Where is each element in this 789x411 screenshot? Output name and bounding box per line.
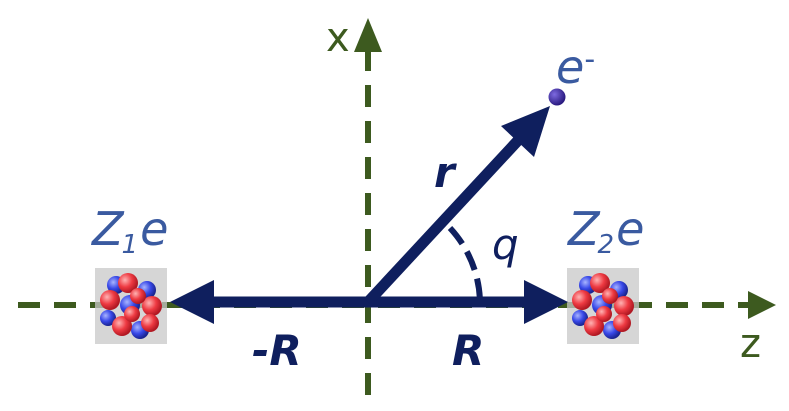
electron-label-sup: - [584,42,596,77]
angle-label: q [492,220,519,269]
nucleus-1-label-sub: 1 [121,230,139,260]
nucleus-1-label-base: Z [92,202,124,256]
z-axis-label: z [740,321,761,367]
nucleus-2-label-suffix: e [616,202,645,256]
vector-R-label: R [452,326,485,375]
electron-label-base: e [556,40,585,94]
vector-r [363,106,550,306]
nucleus-1-label-suffix: e [140,202,169,256]
vector-minus-R [170,280,368,324]
nucleus-1-label: Z1e [92,206,168,258]
x-axis-arrowhead [354,18,382,52]
nucleus-2-label-sub: 2 [597,230,615,260]
nucleus-2-label-base: Z [568,202,600,256]
electron-icon [548,88,566,106]
x-axis-label: x [326,15,350,61]
nucleus-2-label: Z2e [568,206,644,258]
electron-label: e- [556,44,595,90]
nucleus-1-icon [95,268,167,344]
vector-R [368,280,568,324]
nucleus-2-icon [567,268,639,344]
vector-minus-R-label: -R [252,326,302,375]
angle-arc [447,225,483,303]
z-axis-arrowhead [748,291,776,319]
vector-r-label: r [434,148,455,197]
